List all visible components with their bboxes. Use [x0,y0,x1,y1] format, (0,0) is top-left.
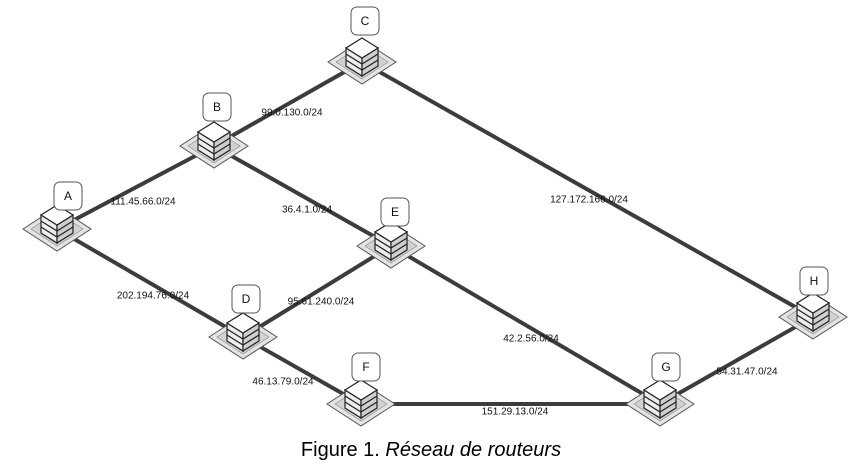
router-label-d: D [242,292,251,306]
router-label-box [799,266,829,296]
router-icon [343,379,379,420]
network-label-d-e: 95.61.240.0/24 [288,297,355,308]
router-h[interactable]: H [778,266,848,340]
router-label-box [231,284,261,314]
router-icon [196,121,232,162]
link-b-c [212,60,364,148]
router-label-box [651,352,681,382]
link-d-f [241,335,363,406]
router-icon [225,312,261,353]
router-g[interactable]: G [625,352,695,427]
link-e-g [389,244,662,406]
router-label-box [380,197,410,227]
network-label-b-e: 36.4.1.0/24 [282,205,332,216]
router-icon [795,292,831,333]
network-label-a-d: 202.194.76.0/24 [117,291,190,302]
network-label-c-h: 127.172.166.0/24 [550,195,628,206]
network-label-g-h: 54.31.47.0/24 [716,367,778,378]
network-label-f-g: 151.29.13.0/24 [482,407,549,418]
router-icon [642,379,678,420]
router-d[interactable]: D [208,284,278,360]
link-b-e [212,144,393,248]
figure-caption-title: Réseau de routeurs [385,439,562,461]
router-label-h: H [810,274,819,288]
network-label-a-b: 111.45.66.0/24 [110,197,176,208]
router-b[interactable]: B [179,92,249,169]
figure-caption-prefix: Figure 1. [300,439,386,461]
router-label-box [202,92,232,122]
network-label-e-g: 42.2.56.0/24 [503,334,559,345]
router-label-a: A [64,189,72,203]
link-a-d [55,227,245,339]
router-label-box [351,352,381,382]
router-label-f: F [362,360,369,374]
router-label-c: C [361,14,370,28]
router-icon [344,37,380,78]
network-label-d-f: 46.13.79.0/24 [252,377,314,388]
figure-caption: Figure 1. Réseau de routeurs [0,439,862,462]
router-label-box [53,181,83,211]
router-f[interactable]: F [326,352,396,427]
router-label-b: B [213,100,221,114]
network-label-b-c: 99.0.130.0/24 [261,108,323,119]
link-d-e [241,244,393,339]
router-icon [373,221,409,262]
links-layer [55,60,815,406]
link-g-h [658,315,815,406]
link-c-h [360,60,815,319]
router-e[interactable]: E [356,197,426,269]
router-a[interactable]: A [22,181,92,252]
network-labels-layer: 111.45.66.0/24 202.194.76.0/24 99.0.130.0/… [110,108,778,418]
router-c[interactable]: C [327,6,397,85]
routers-layer: A B C D E F G H [22,6,848,427]
link-a-b [55,144,216,231]
router-label-g: G [661,360,670,374]
router-label-box [350,6,380,36]
router-label-e: E [391,205,399,219]
